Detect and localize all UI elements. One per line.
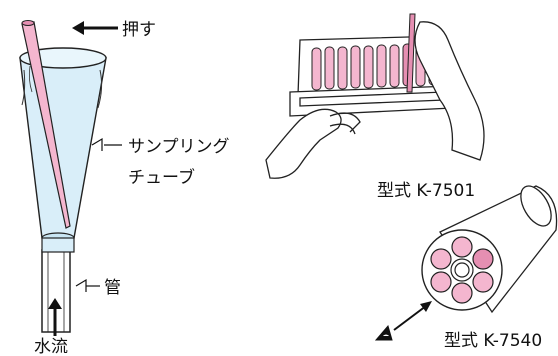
push-callout: 押す bbox=[72, 20, 156, 40]
bundle-tubes bbox=[430, 236, 494, 304]
sampling-cone bbox=[19, 47, 107, 253]
bundle-cylinder bbox=[439, 185, 558, 314]
sampling-tube-callout: サンプリング チューブ bbox=[91, 137, 230, 188]
pipe-label: 管 bbox=[104, 278, 121, 298]
push-arrow-head bbox=[72, 21, 84, 35]
tube-bundle-illustration: 型式 K-7540 bbox=[374, 185, 558, 351]
hands bbox=[265, 21, 485, 179]
sampling-tube bbox=[21, 20, 71, 229]
water-flow-arrow-head bbox=[48, 298, 62, 309]
model-bundle-label: 型式 K-7540 bbox=[444, 331, 542, 351]
inserted-tube bbox=[406, 13, 416, 93]
water-flow-callout: 水流 bbox=[34, 298, 68, 356]
eye-icon bbox=[374, 324, 393, 341]
model-rack-label: 型式 K-7501 bbox=[377, 181, 475, 201]
push-label: 押す bbox=[122, 20, 156, 40]
water-flow-label: 水流 bbox=[34, 337, 68, 356]
sampling-assembly bbox=[19, 20, 107, 333]
tube-rack-illustration: 型式 K-7501 bbox=[265, 13, 485, 201]
view-arrow-head bbox=[420, 301, 432, 312]
sampling-tube-label-line1: サンプリング bbox=[128, 137, 230, 157]
view-arrow bbox=[393, 305, 427, 331]
pipe-callout: 管 bbox=[75, 278, 121, 298]
sampling-tube-label-line2: チューブ bbox=[128, 167, 195, 188]
